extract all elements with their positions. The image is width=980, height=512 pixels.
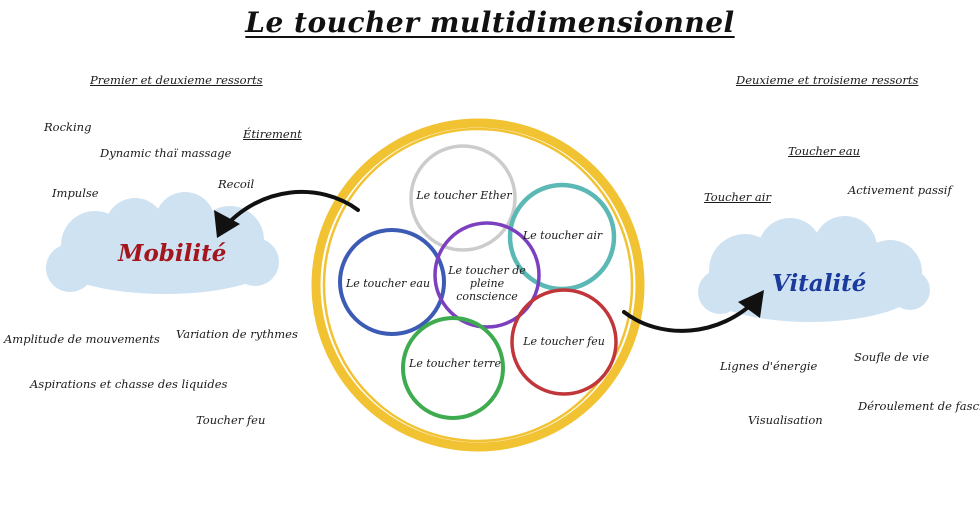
label-dynamic-thai: Dynamic thaï massage bbox=[100, 146, 231, 160]
label-rocking: Rocking bbox=[44, 120, 91, 134]
mobilite-title: Mobilité bbox=[118, 240, 226, 267]
label-souffle-de-vie: Soufle de vie bbox=[854, 350, 929, 364]
label-toucher-eau-right: Toucher eau bbox=[788, 144, 860, 158]
feu-label: Le toucher feu bbox=[515, 335, 613, 348]
ether-label: Le toucher Ether bbox=[408, 189, 520, 202]
label-variation-rythmes: Variation de rythmes bbox=[176, 327, 298, 341]
label-premier-deuxieme-ressorts: Premier et deuxieme ressorts bbox=[90, 73, 263, 87]
label-aspirations: Aspirations et chasse des liquides bbox=[30, 377, 227, 391]
conscience-label: Le toucher de pleine conscience bbox=[438, 264, 536, 303]
label-activement-passif: Activement passif bbox=[848, 183, 952, 197]
terre-label: Le toucher terre bbox=[405, 357, 505, 370]
label-deuxieme-troisieme-ressorts: Deuxieme et troisieme ressorts bbox=[736, 73, 918, 87]
label-toucher-feu-left: Toucher feu bbox=[196, 413, 265, 427]
label-deroulement-fascia: Déroulement de fascia bbox=[858, 399, 980, 413]
eau-label: Le toucher eau bbox=[342, 277, 434, 290]
vitalite-title: Vitalité bbox=[772, 270, 866, 297]
air-label: Le toucher air bbox=[515, 229, 610, 242]
label-visualisation: Visualisation bbox=[748, 413, 823, 427]
label-lignes-energie: Lignes d'énergie bbox=[720, 359, 817, 373]
label-impulse: Impulse bbox=[52, 186, 99, 200]
label-toucher-air-right: Toucher air bbox=[704, 190, 771, 204]
vitalite-cloud bbox=[698, 216, 930, 322]
label-recoil: Recoil bbox=[218, 177, 254, 191]
label-amplitude: Amplitude de mouvements bbox=[4, 332, 160, 346]
label-etirement: Étirement bbox=[243, 127, 302, 141]
